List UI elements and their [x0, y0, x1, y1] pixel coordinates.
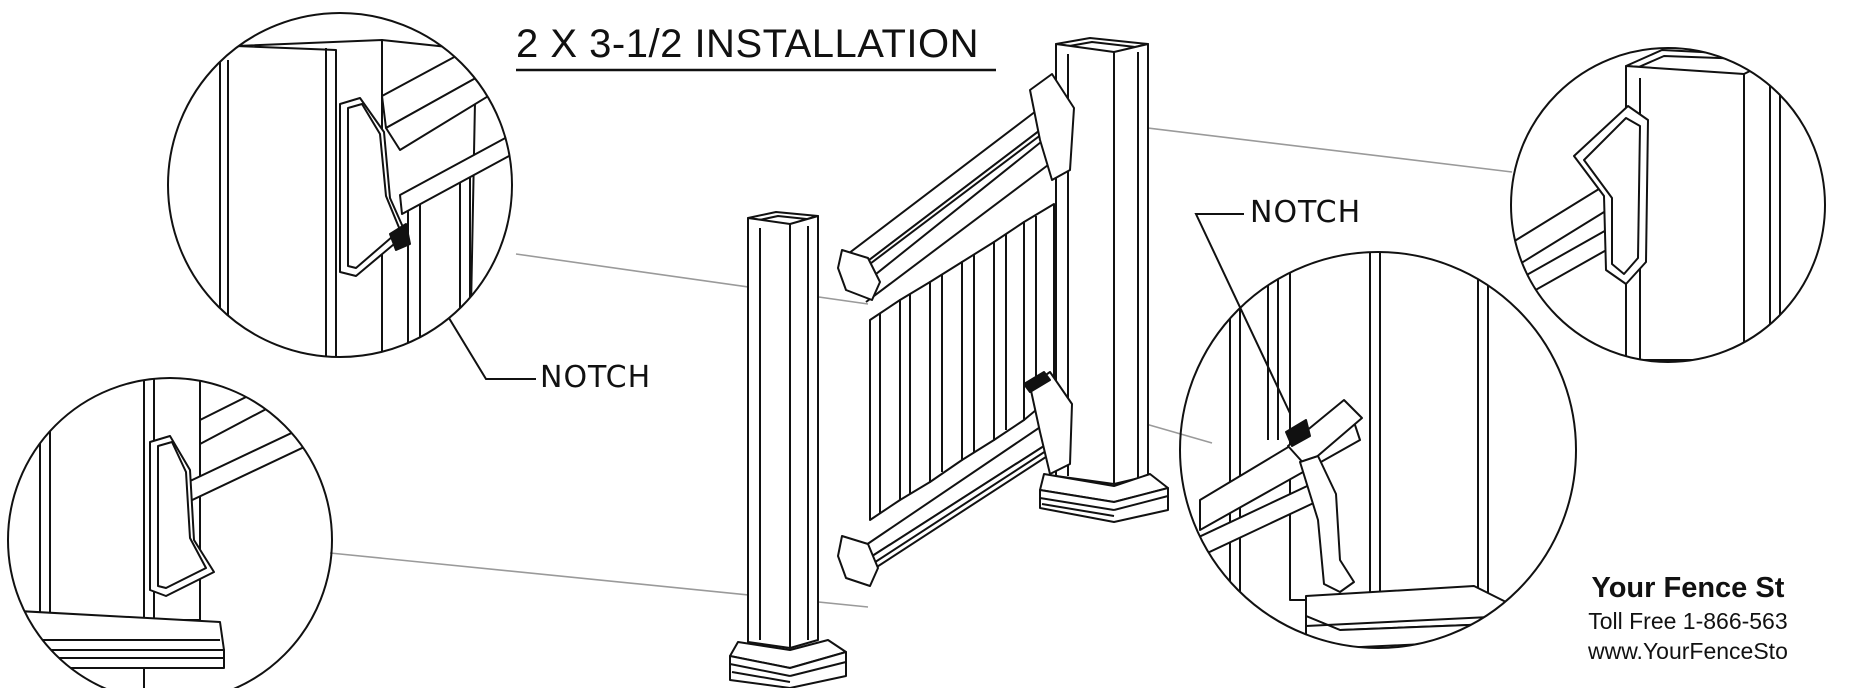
notch-label-left: NOTCH [540, 360, 652, 395]
detail-circle-bottom-left [7, 377, 333, 692]
detail-circle-bottom-right [1179, 251, 1577, 649]
brand-name: Your Fence St [1591, 572, 1785, 604]
notch-label-right: NOTCH [1250, 195, 1362, 230]
diagram-title: 2 X 3-1/2 INSTALLATION [516, 22, 980, 66]
detail-circle-top-right [1510, 47, 1826, 363]
left-post [729, 211, 847, 689]
detail-circle-bottom-right-border [1179, 251, 1577, 649]
fence-assembly [729, 37, 1169, 689]
detail-circle-top-right-border [1510, 47, 1826, 363]
notch-leaders [403, 213, 1297, 427]
rail-brackets [837, 73, 1075, 587]
detail-circle-top-left-border [167, 12, 513, 358]
brand-phone: Toll Free 1-866-563 [1588, 608, 1788, 634]
detail-circle-bottom-left-border [7, 377, 333, 692]
brand-block: Your Fence St Toll Free 1-866-563 www.Yo… [1588, 570, 1788, 666]
notch-right-leader [1194, 213, 1297, 427]
brand-website: www.YourFenceSto [1588, 638, 1788, 664]
